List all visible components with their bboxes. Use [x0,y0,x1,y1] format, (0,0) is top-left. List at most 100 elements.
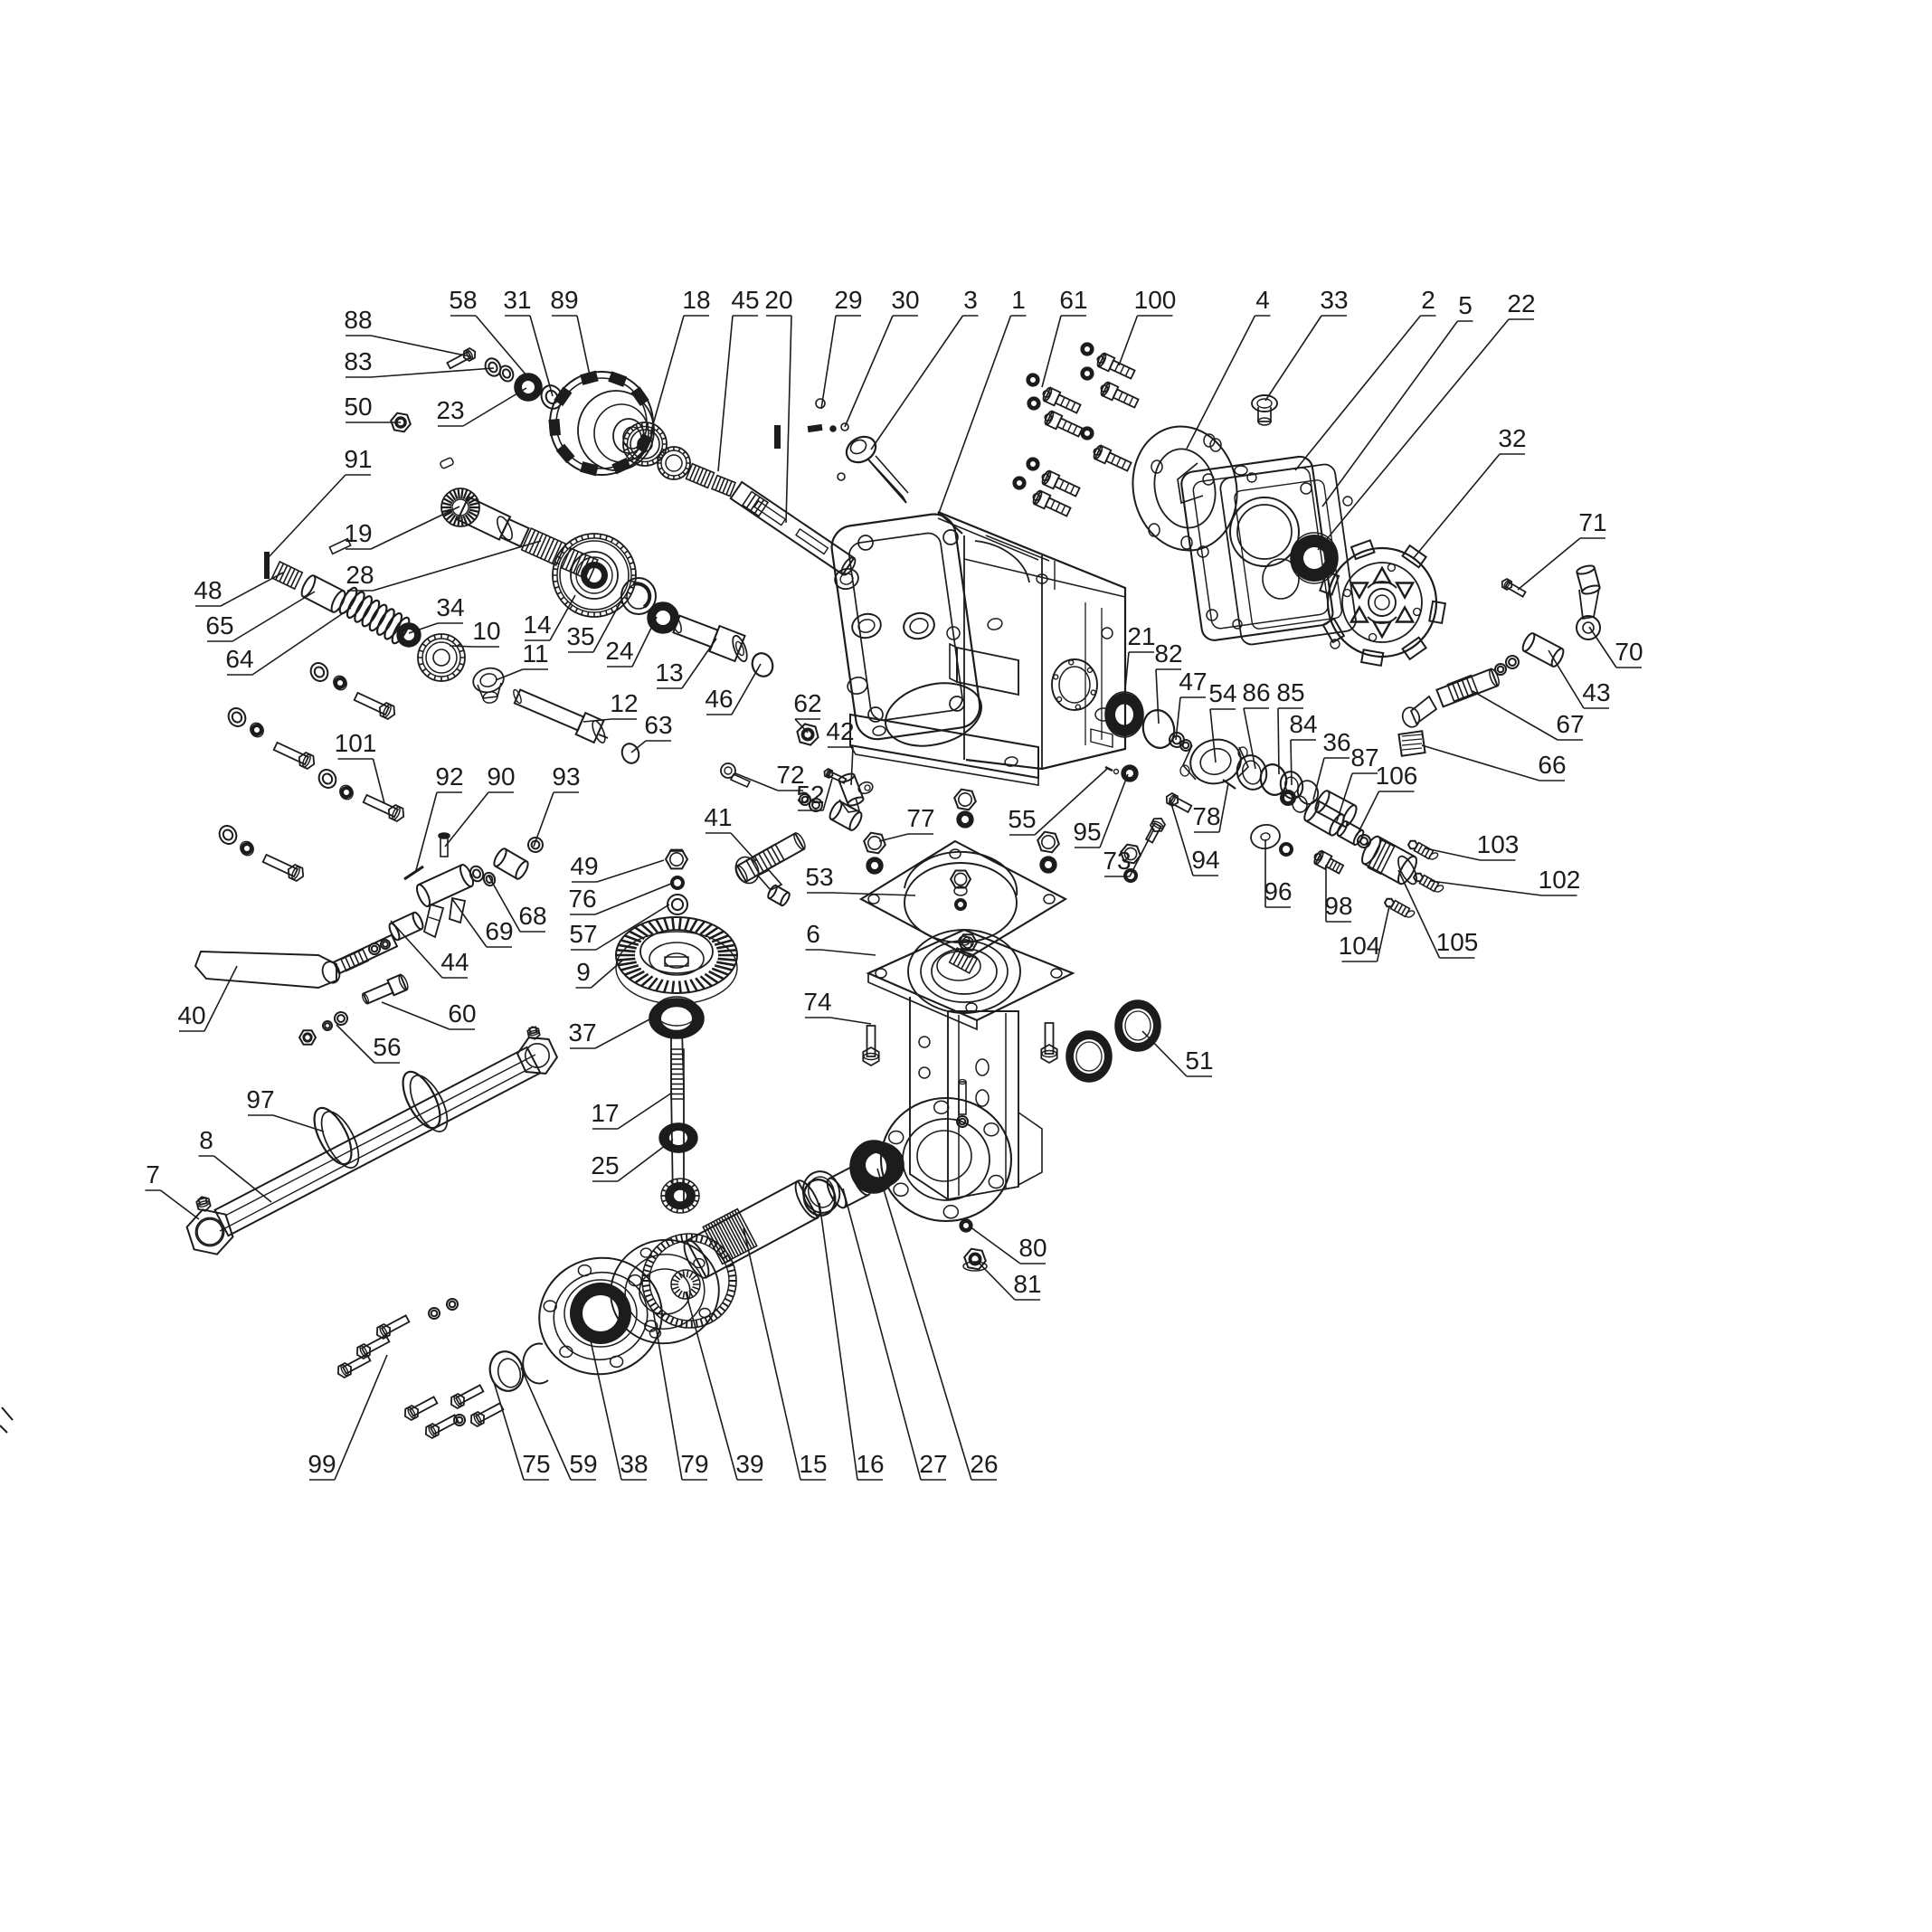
svg-text:1: 1 [1011,286,1026,314]
svg-text:66: 66 [1538,751,1566,779]
svg-text:4: 4 [1255,286,1270,314]
svg-text:74: 74 [803,988,831,1016]
svg-text:49: 49 [570,852,598,880]
svg-text:37: 37 [568,1018,596,1046]
svg-text:28: 28 [346,561,374,589]
svg-text:58: 58 [449,286,477,314]
svg-text:80: 80 [1018,1234,1046,1262]
svg-text:89: 89 [550,286,578,314]
svg-text:14: 14 [523,611,551,639]
svg-text:85: 85 [1276,678,1304,706]
svg-text:62: 62 [793,689,821,717]
svg-text:96: 96 [1264,877,1292,905]
svg-text:93: 93 [552,762,580,791]
svg-text:73: 73 [1103,847,1131,875]
svg-text:46: 46 [705,685,733,713]
svg-text:35: 35 [566,622,594,650]
svg-text:98: 98 [1324,892,1352,920]
svg-text:45: 45 [731,286,759,314]
svg-text:30: 30 [891,286,919,314]
svg-text:59: 59 [569,1450,597,1478]
svg-text:97: 97 [246,1085,274,1113]
svg-text:24: 24 [605,637,633,665]
svg-text:38: 38 [620,1450,648,1478]
svg-text:99: 99 [308,1450,336,1478]
svg-text:20: 20 [764,286,792,314]
svg-text:54: 54 [1208,679,1236,707]
svg-text:77: 77 [906,804,934,832]
svg-text:18: 18 [682,286,710,314]
svg-text:75: 75 [522,1450,550,1478]
svg-text:2: 2 [1421,286,1435,314]
svg-text:31: 31 [503,286,531,314]
svg-text:101: 101 [335,729,377,757]
svg-text:11: 11 [522,639,548,668]
svg-text:88: 88 [344,306,372,334]
svg-text:13: 13 [655,658,683,687]
svg-text:17: 17 [591,1099,619,1127]
svg-text:51: 51 [1185,1046,1213,1075]
svg-text:72: 72 [776,761,804,789]
svg-text:43: 43 [1582,678,1610,706]
svg-text:92: 92 [435,762,463,791]
svg-text:25: 25 [591,1151,619,1179]
svg-text:32: 32 [1498,424,1526,452]
svg-text:55: 55 [1008,805,1036,833]
svg-text:6: 6 [806,920,820,948]
svg-text:63: 63 [644,711,672,739]
svg-text:44: 44 [440,948,469,976]
svg-text:94: 94 [1191,846,1219,874]
svg-text:103: 103 [1477,830,1520,858]
svg-text:29: 29 [834,286,862,314]
svg-text:50: 50 [344,393,372,421]
svg-text:56: 56 [373,1033,401,1061]
svg-text:23: 23 [436,396,464,424]
svg-text:78: 78 [1192,802,1220,830]
svg-text:102: 102 [1539,866,1581,894]
svg-text:52: 52 [796,781,824,809]
svg-text:60: 60 [448,999,476,1028]
svg-text:41: 41 [704,803,732,831]
svg-text:22: 22 [1507,289,1535,317]
svg-text:57: 57 [569,920,597,948]
svg-text:15: 15 [799,1450,827,1478]
svg-text:19: 19 [344,519,372,547]
svg-text:12: 12 [610,689,638,717]
svg-text:5: 5 [1458,291,1473,319]
svg-text:104: 104 [1339,932,1381,960]
svg-text:83: 83 [344,347,372,375]
svg-text:53: 53 [805,863,833,891]
svg-text:105: 105 [1436,928,1479,956]
svg-text:106: 106 [1376,762,1418,790]
svg-text:68: 68 [518,902,546,930]
svg-text:47: 47 [1179,668,1207,696]
svg-text:91: 91 [344,445,372,473]
svg-text:42: 42 [826,717,854,745]
svg-text:61: 61 [1059,286,1087,314]
svg-text:48: 48 [194,576,222,604]
svg-text:81: 81 [1013,1270,1041,1298]
svg-text:71: 71 [1578,508,1606,536]
svg-text:82: 82 [1154,639,1182,668]
svg-text:10: 10 [472,617,500,645]
svg-text:90: 90 [487,762,515,791]
svg-text:39: 39 [735,1450,763,1478]
svg-text:7: 7 [146,1160,160,1189]
svg-text:9: 9 [576,958,591,986]
svg-text:34: 34 [436,593,464,621]
svg-text:67: 67 [1556,710,1584,738]
svg-text:21: 21 [1127,622,1155,650]
svg-text:40: 40 [177,1001,205,1029]
svg-text:3: 3 [963,286,978,314]
svg-text:33: 33 [1320,286,1348,314]
svg-text:76: 76 [568,885,596,913]
svg-text:100: 100 [1134,286,1177,314]
svg-text:26: 26 [970,1450,998,1478]
svg-text:84: 84 [1289,710,1317,738]
svg-text:64: 64 [225,645,253,673]
svg-text:79: 79 [680,1450,708,1478]
svg-text:65: 65 [205,611,233,639]
svg-text:86: 86 [1242,678,1270,706]
svg-text:87: 87 [1350,743,1378,772]
svg-text:36: 36 [1322,728,1350,756]
